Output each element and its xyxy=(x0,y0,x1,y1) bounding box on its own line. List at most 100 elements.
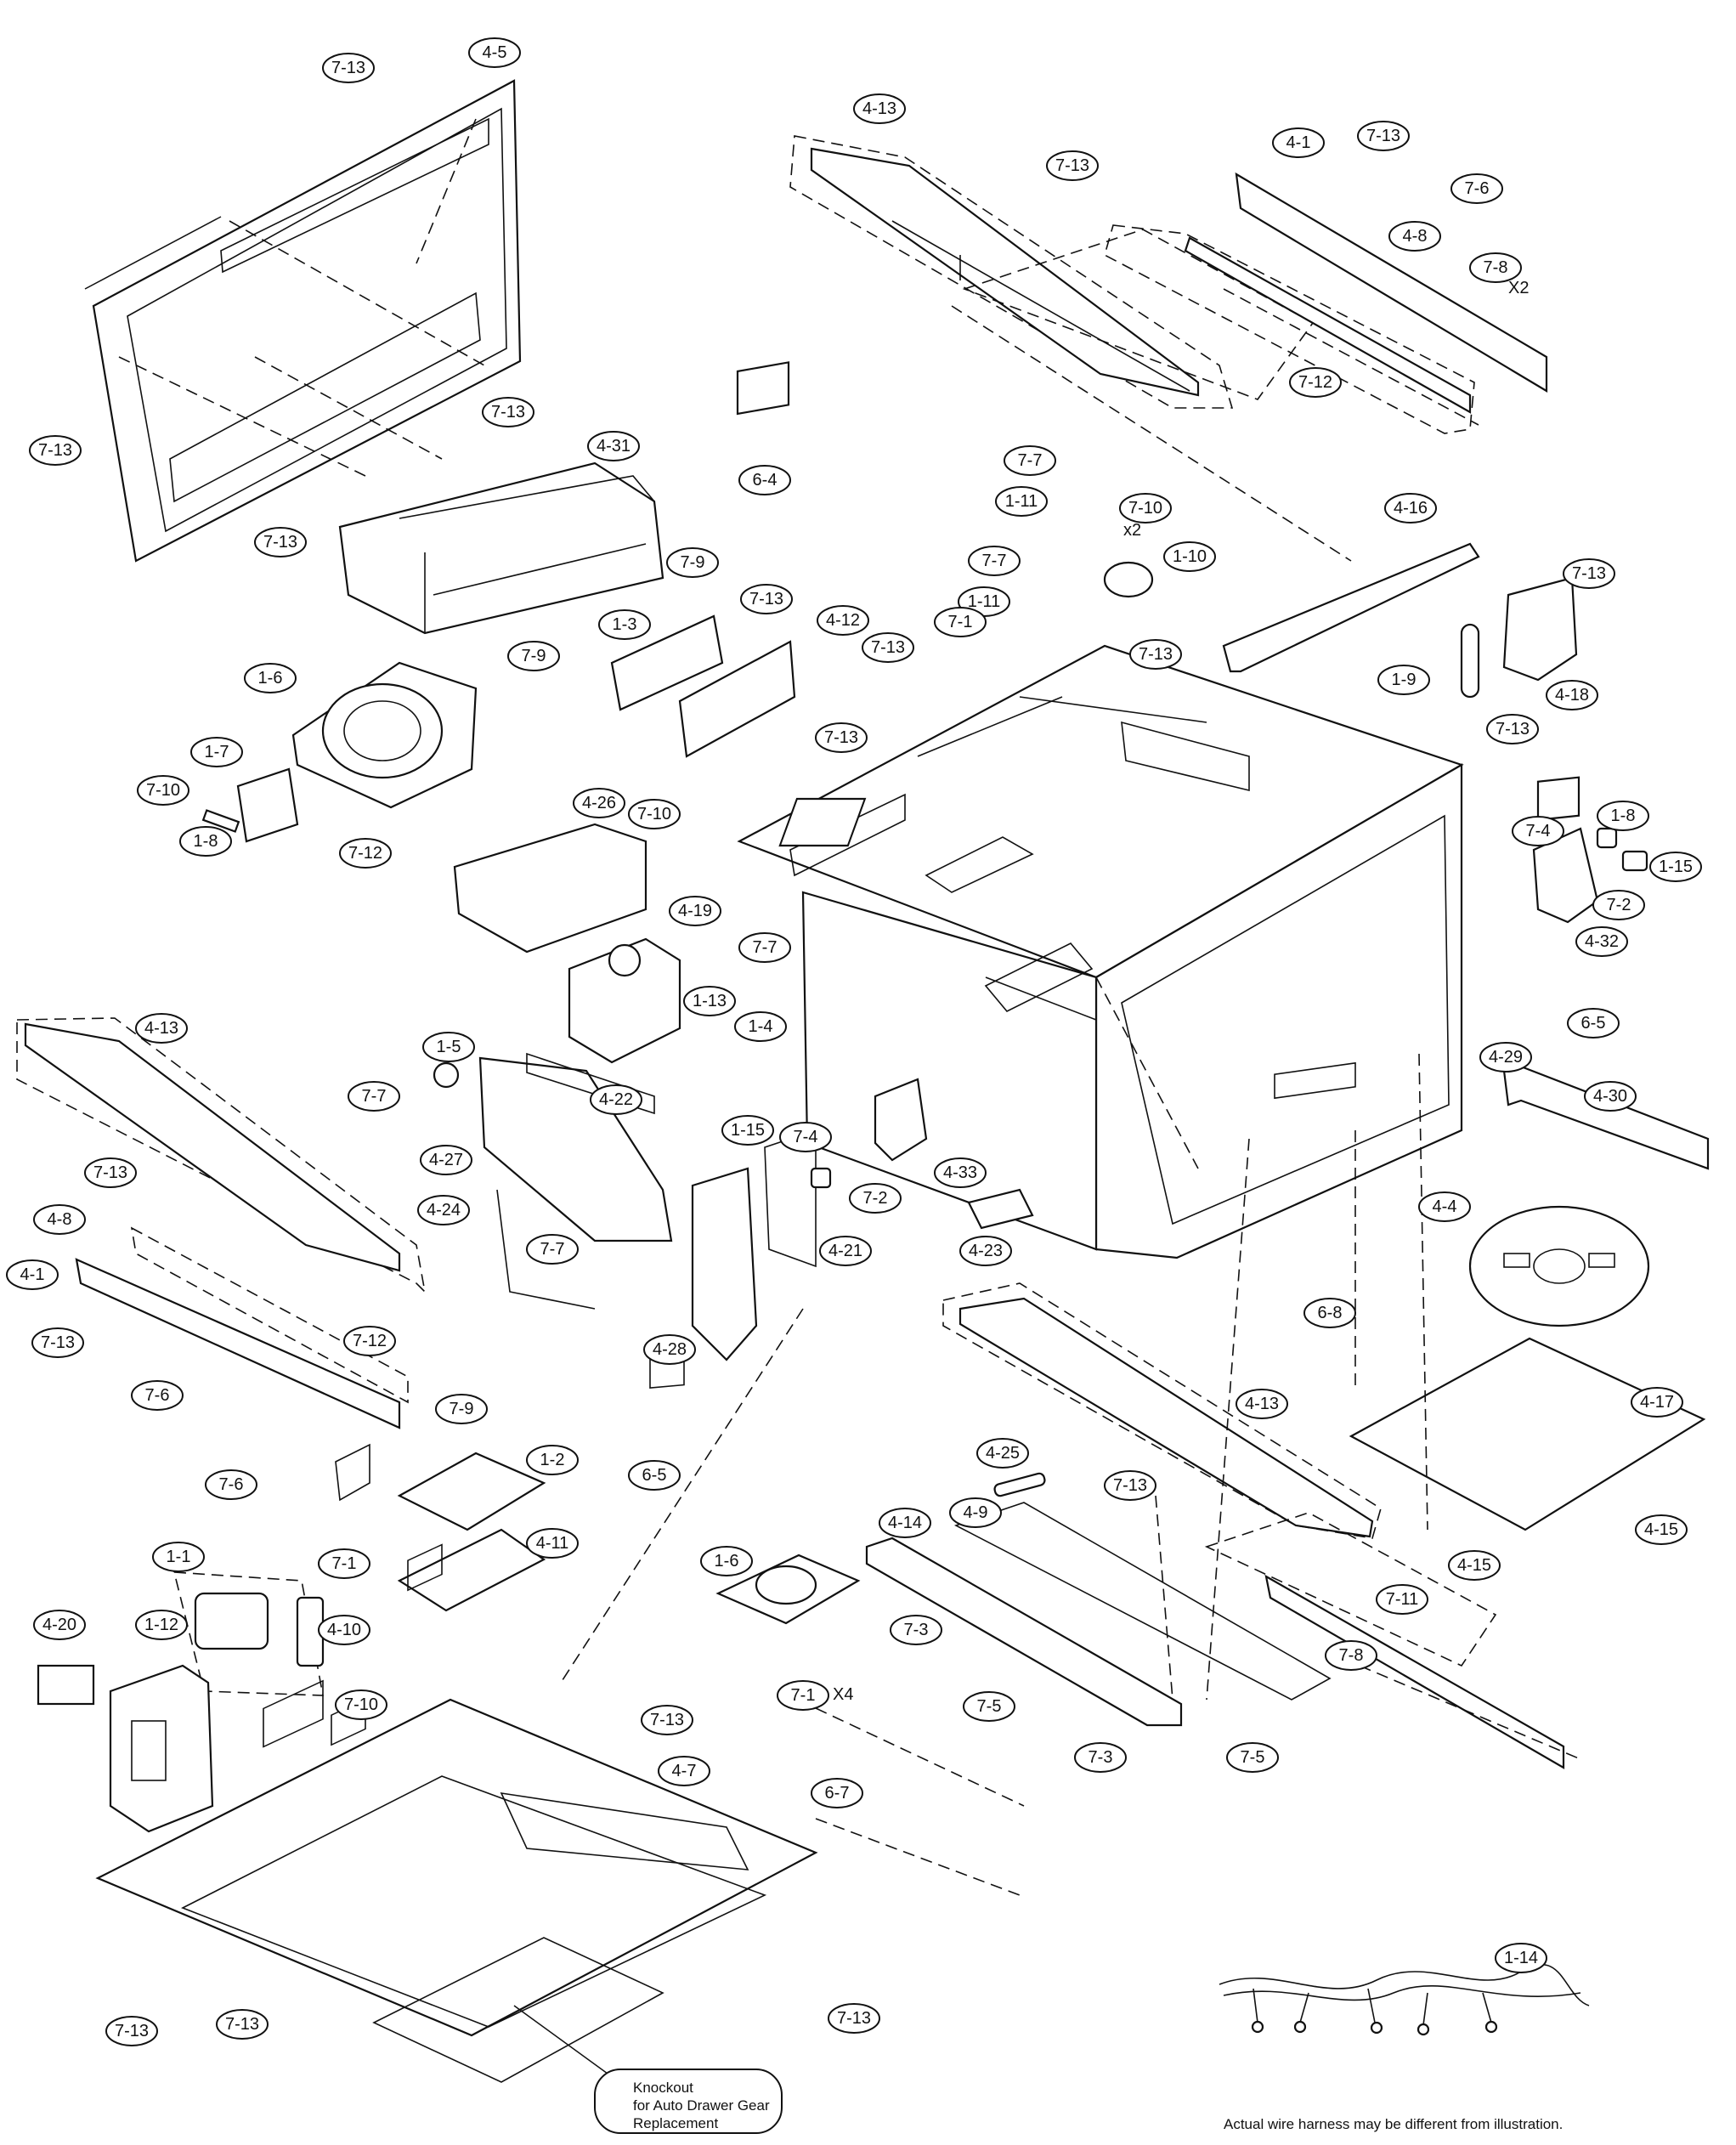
callout-4-31: 4-31 xyxy=(587,431,640,461)
callout-text: 4-17 xyxy=(1640,1393,1674,1412)
callout-oval xyxy=(216,2009,269,2040)
callout-oval xyxy=(777,1680,829,1711)
callout-7-2: 7-2 xyxy=(1592,890,1645,920)
callout-7-13: 7-13 xyxy=(105,2016,158,2046)
motor-1-6-lower xyxy=(715,1554,861,1625)
callout-text: 4-4 xyxy=(1433,1197,1457,1216)
callout-oval xyxy=(590,1084,642,1115)
callout-oval xyxy=(1129,639,1182,670)
callout-text: 7-2 xyxy=(863,1189,888,1208)
panel-4-26 xyxy=(453,823,647,954)
callout-4-28: 4-28 xyxy=(643,1334,696,1365)
callout-oval xyxy=(959,1236,1012,1266)
callout-text: 1-4 xyxy=(749,1017,773,1036)
callout-4-1: 4-1 xyxy=(1272,127,1325,158)
callout-text: 4-19 xyxy=(678,902,712,920)
callout-7-5: 7-5 xyxy=(1226,1742,1279,1773)
callout-oval xyxy=(135,1013,188,1044)
callout-4-18: 4-18 xyxy=(1546,680,1598,710)
callout-1-10: 1-10 xyxy=(1163,541,1216,572)
rail-region-top-center xyxy=(962,229,1315,400)
duct-4-31 xyxy=(338,461,664,635)
callout-oval xyxy=(1384,493,1437,524)
callout-4-10: 4-10 xyxy=(318,1615,370,1645)
callout-7-13: 7-13 xyxy=(1357,121,1410,151)
callout-7-13: 7-13 xyxy=(29,435,82,466)
label-6-5-right xyxy=(1536,776,1580,821)
callout-7-13: 7-13 xyxy=(862,632,914,663)
callout-6-8: 6-8 xyxy=(1303,1298,1356,1328)
callout-oval xyxy=(1046,150,1099,181)
callout-text: 7-1 xyxy=(332,1554,357,1573)
callout-7-1: 7-1 xyxy=(777,1680,829,1711)
callout-4-26: 4-26 xyxy=(573,788,625,818)
callout-7-13: 7-13 xyxy=(1563,558,1615,589)
rail-4-8-left xyxy=(75,1226,409,1502)
callout-text: 7-5 xyxy=(977,1697,1002,1716)
callout-text: 7-3 xyxy=(904,1621,929,1639)
callout-text: 7-6 xyxy=(219,1475,244,1494)
housing-4-27 xyxy=(478,1056,673,1242)
callout-text: 7-6 xyxy=(145,1386,170,1405)
callout-text: 4-14 xyxy=(888,1514,922,1532)
callout-4-14: 4-14 xyxy=(879,1508,931,1538)
callout-oval xyxy=(1226,1742,1279,1773)
callout-7-7: 7-7 xyxy=(1004,445,1056,476)
callout-text: 4-12 xyxy=(826,611,860,630)
callout-7-7: 7-7 xyxy=(968,546,1021,576)
block-4-23 xyxy=(967,1188,1034,1230)
callout-oval xyxy=(721,1115,774,1146)
callout-text: 7-6 xyxy=(1465,179,1490,198)
callout-7-12: 7-12 xyxy=(339,838,392,869)
callout-text: 7-13 xyxy=(263,533,297,552)
callout-oval xyxy=(817,605,869,636)
callout-oval xyxy=(890,1615,942,1645)
callout-text: 1-12 xyxy=(144,1616,178,1634)
callout-text: 7-12 xyxy=(348,844,382,863)
callout-text: 1-14 xyxy=(1504,1949,1538,1967)
callout-7-4: 7-4 xyxy=(1512,816,1564,846)
callout-text: 1-8 xyxy=(194,832,218,851)
callout-oval xyxy=(335,1689,387,1720)
callout-text: 4-1 xyxy=(1286,133,1311,152)
callout-7-11: 7-11 xyxy=(1376,1584,1428,1615)
callout-oval xyxy=(734,1011,787,1042)
callout-4-8: 4-8 xyxy=(1388,221,1441,252)
callout-oval xyxy=(968,546,1021,576)
callout-text: 7-3 xyxy=(1089,1748,1113,1767)
callout-7-3: 7-3 xyxy=(1074,1742,1127,1773)
callout-oval xyxy=(339,838,392,869)
callout-text: 7-7 xyxy=(1018,451,1043,470)
rod-4-25 xyxy=(993,1472,1046,1497)
callout-7-13: 7-13 xyxy=(216,2009,269,2040)
callout-text: 7-13 xyxy=(225,2015,259,2034)
tube-4-24 xyxy=(496,1189,596,1310)
callout-text: 7-12 xyxy=(1298,373,1332,392)
callout-7-10: 7-10 xyxy=(335,1689,387,1720)
callout-text: 7-7 xyxy=(982,552,1007,570)
bracket-4-12 xyxy=(678,640,796,758)
callout-1-15: 1-15 xyxy=(1649,852,1702,882)
callout-oval xyxy=(422,1032,475,1062)
callout-4-25: 4-25 xyxy=(976,1438,1029,1469)
callout-oval xyxy=(131,1380,184,1411)
callout-oval xyxy=(1495,1943,1547,1973)
callout-oval xyxy=(1388,221,1441,252)
callout-7-13: 7-13 xyxy=(482,397,534,427)
callout-oval xyxy=(949,1497,1002,1528)
callout-oval xyxy=(628,799,681,829)
callout-7-6: 7-6 xyxy=(131,1380,184,1411)
callout-text: 1-8 xyxy=(1611,806,1636,825)
rail-4-13-left xyxy=(16,1017,427,1294)
callout-1-3: 1-3 xyxy=(598,609,651,640)
callout-oval xyxy=(152,1542,205,1572)
callout-text: 4-11 xyxy=(536,1534,569,1553)
callout-text: 1-6 xyxy=(715,1552,739,1571)
callout-1-9: 1-9 xyxy=(1377,665,1430,695)
callout-oval xyxy=(1635,1514,1688,1545)
callout-7-13: 7-13 xyxy=(740,584,793,614)
callout-oval xyxy=(343,1326,396,1356)
callout-text: 7-13 xyxy=(1113,1476,1147,1495)
callout-4-13: 4-13 xyxy=(1236,1389,1288,1419)
